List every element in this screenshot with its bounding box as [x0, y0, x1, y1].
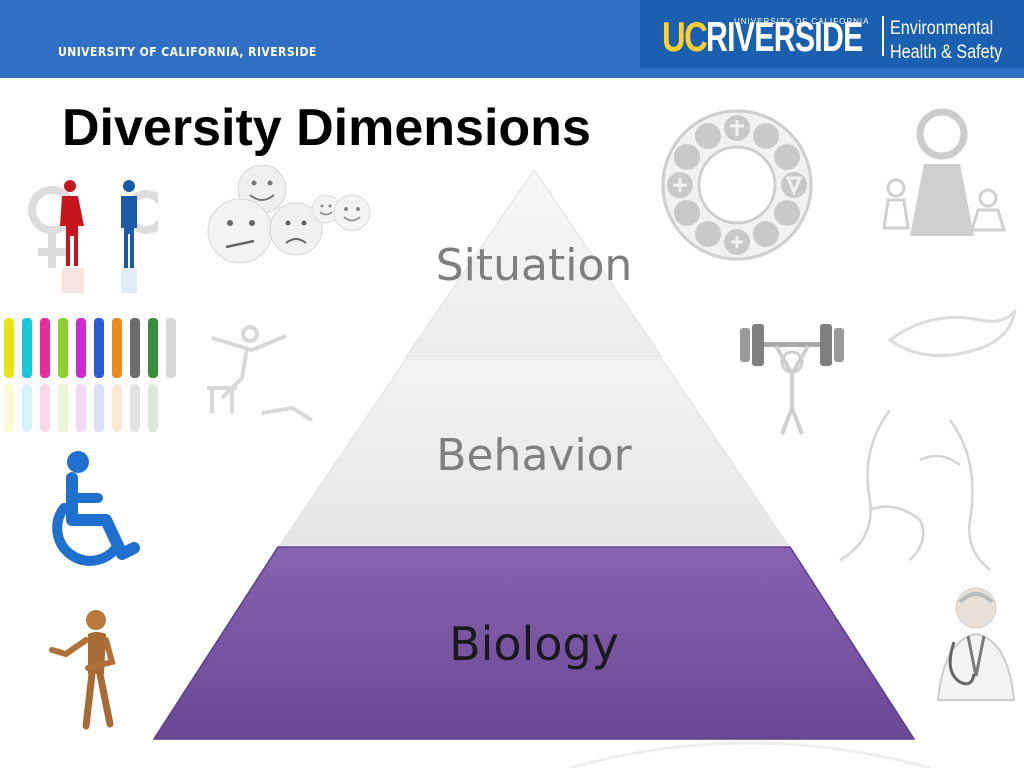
- religion-wheel-icon: [661, 109, 813, 261]
- wooden-mannequin-icon: [49, 610, 116, 730]
- hand-icon: [887, 309, 1017, 358]
- org-name: UNIVERSITY OF CALIFORNIA, RIVERSIDE: [58, 45, 317, 59]
- pyramid-label-behavior: Behavior: [436, 430, 632, 481]
- pyramid-label-biology: Biology: [449, 617, 619, 671]
- sport-figures-icon: [207, 325, 314, 422]
- body-outline-icon: [839, 409, 991, 571]
- logo-dept-line1: Environmental: [890, 18, 994, 39]
- header-bar: UNIVERSITY OF CALIFORNIA, RIVERSIDE UC R…: [0, 0, 1024, 78]
- doctor-icon: [936, 587, 1016, 701]
- diversity-pyramid: Situation Behavior Biology: [152, 169, 916, 740]
- seal-watermark: [569, 741, 931, 768]
- pyramid-level-behavior: [279, 358, 789, 546]
- slide-title: Diversity Dimensions: [62, 99, 591, 157]
- logo-dept-line2: Health & Safety: [890, 42, 1003, 63]
- logo-divider: [882, 16, 884, 56]
- logo-small-text: UNIVERSITY OF CALIFORNIA: [734, 17, 870, 26]
- colorful-people-icon: [4, 318, 176, 432]
- wheelchair-icon: [52, 451, 140, 566]
- logo-uc: UC: [662, 13, 708, 60]
- emoji-faces-icon: [207, 165, 371, 264]
- ucr-logo: UC RIVERSIDE UNIVERSITY OF CALIFORNIA En…: [640, 0, 1024, 68]
- weightlifter-icon: [740, 324, 844, 435]
- pyramid-level-biology: [152, 546, 916, 740]
- pyramid-level-situation: [405, 169, 663, 358]
- logo-riverside: RIVERSIDE: [706, 13, 863, 60]
- pyramid-label-situation: Situation: [436, 240, 633, 291]
- family-icon: [882, 108, 1007, 236]
- gender-symbols-icon: [28, 180, 158, 293]
